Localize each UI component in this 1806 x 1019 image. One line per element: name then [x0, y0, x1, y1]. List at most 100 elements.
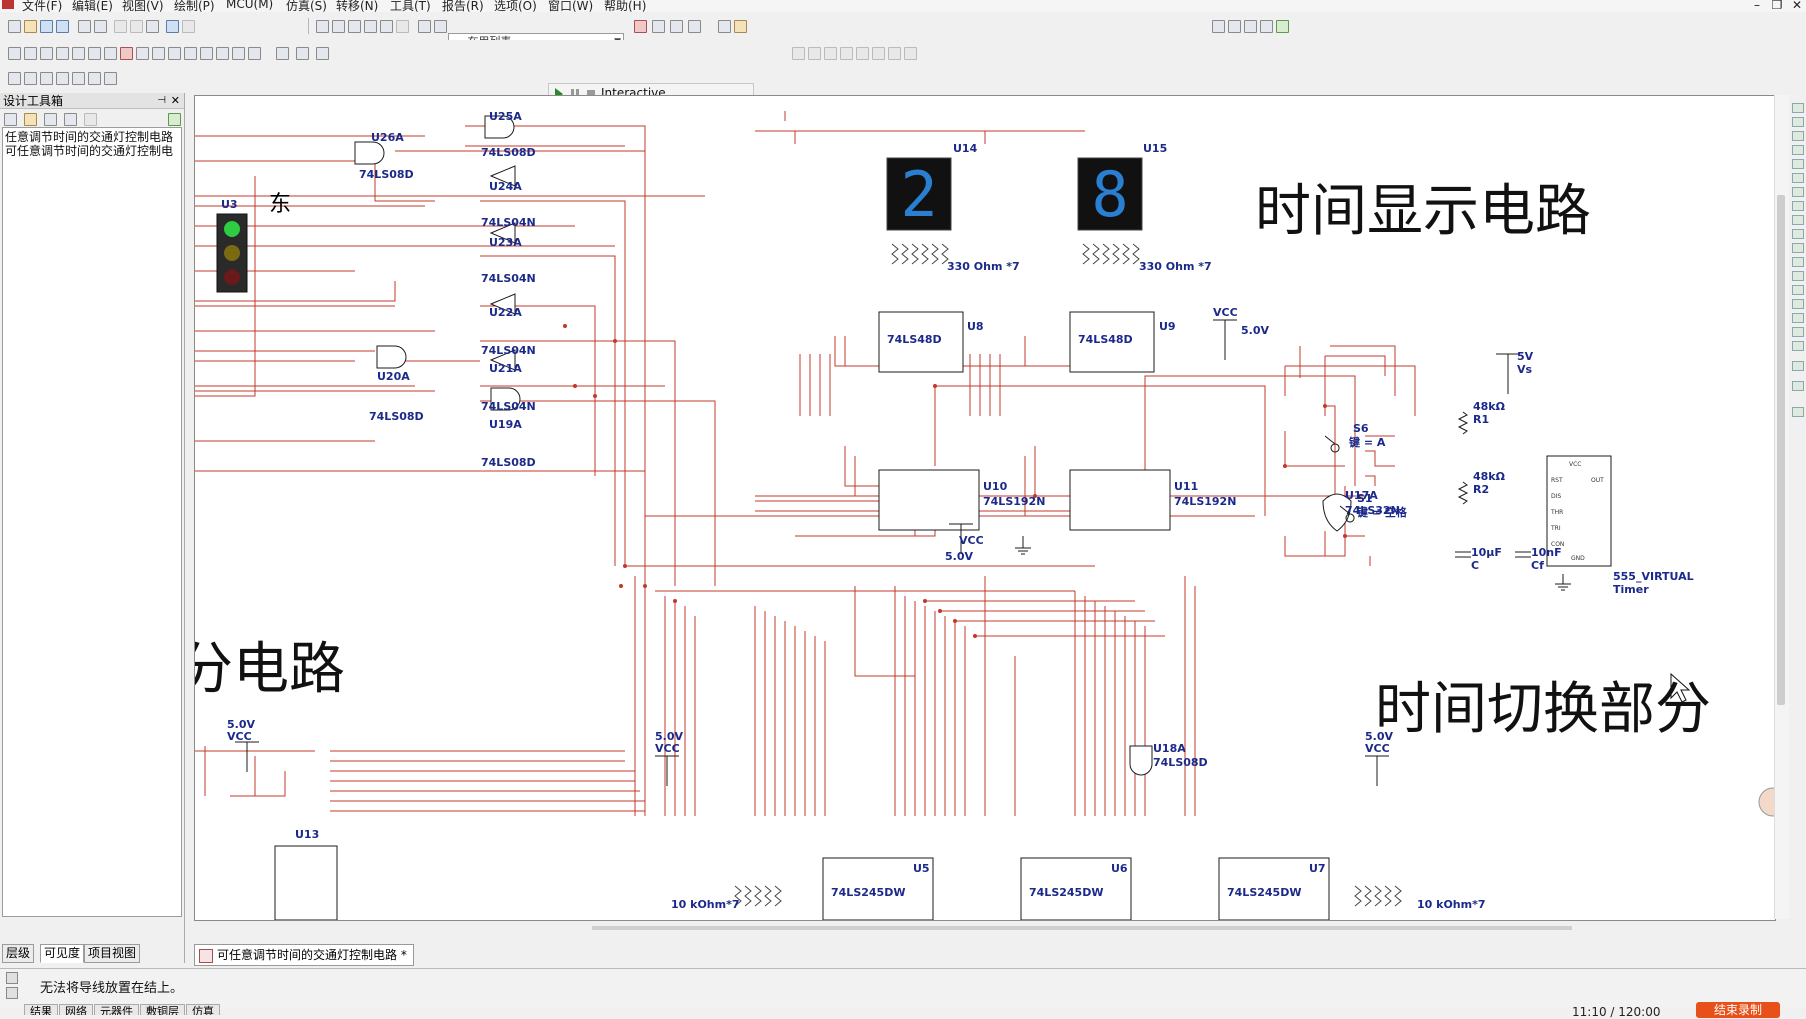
- menu-edit[interactable]: 编辑(E): [72, 0, 113, 12]
- place-advanced-icon[interactable]: [200, 47, 213, 60]
- transfer-ultiboard-icon[interactable]: [88, 72, 101, 85]
- component-wizard-icon[interactable]: [396, 20, 409, 33]
- rename-icon[interactable]: [64, 113, 77, 126]
- gate-u24a[interactable]: [489, 165, 516, 187]
- tree-item-project[interactable]: 任意调节时间的交通灯控制电路: [5, 130, 174, 144]
- instrument-8-icon[interactable]: [904, 47, 917, 60]
- place-cmos-icon[interactable]: [104, 47, 117, 60]
- place-connector-icon[interactable]: [316, 47, 329, 60]
- tab-copper-layers[interactable]: 敷铜层: [140, 1004, 185, 1015]
- paste-icon[interactable]: [146, 20, 159, 33]
- grapher-icon[interactable]: [332, 20, 345, 33]
- gate-u18a[interactable]: [1129, 745, 1153, 776]
- place-hierarchical-icon[interactable]: [276, 47, 289, 60]
- cut-icon[interactable]: [114, 20, 127, 33]
- spreadsheet-close-icon[interactable]: [6, 972, 18, 984]
- iv-analyzer-icon[interactable]: [1792, 243, 1804, 253]
- place-bus-icon[interactable]: [296, 47, 309, 60]
- instrument-6-icon[interactable]: [872, 47, 885, 60]
- menu-help[interactable]: 帮助(H): [604, 0, 647, 12]
- zoom-sheet-icon[interactable]: [1260, 20, 1273, 33]
- gate-u25a[interactable]: [484, 115, 515, 139]
- gate-u20a[interactable]: [376, 345, 407, 369]
- tektronix-scope-icon[interactable]: [1792, 341, 1804, 351]
- tab-components[interactable]: 元器件: [94, 1004, 139, 1015]
- tab-nets[interactable]: 网络: [59, 1004, 93, 1015]
- ic-555[interactable]: [1546, 455, 1612, 567]
- zoom-area-icon[interactable]: [1244, 20, 1257, 33]
- open-folder-icon[interactable]: [24, 20, 37, 33]
- tab-hierarchy[interactable]: 层级: [2, 944, 35, 963]
- close-icon[interactable]: ✕: [170, 94, 180, 107]
- logic-converter-icon[interactable]: [1792, 229, 1804, 239]
- pin-icon[interactable]: ⊣: [157, 95, 166, 106]
- ic-u6[interactable]: [1020, 857, 1132, 920]
- four-channel-scope-icon[interactable]: [1792, 159, 1804, 169]
- ic-u13[interactable]: [274, 845, 338, 920]
- bom-icon[interactable]: [72, 72, 85, 85]
- distortion-analyzer-icon[interactable]: [1792, 257, 1804, 267]
- instrument-3-icon[interactable]: [824, 47, 837, 60]
- graph-icon[interactable]: [8, 72, 21, 85]
- ic-u9[interactable]: [1069, 311, 1155, 373]
- vertical-scrollbar[interactable]: [1774, 95, 1789, 919]
- probe-icon[interactable]: [634, 20, 647, 33]
- traffic-light-u3[interactable]: U3: [216, 198, 248, 293]
- switch-s6[interactable]: [1324, 435, 1340, 453]
- ic-u10[interactable]: [878, 469, 980, 531]
- place-analog-icon[interactable]: [72, 47, 85, 60]
- menu-file[interactable]: 文件(F): [22, 0, 63, 12]
- place-ttl-icon[interactable]: [88, 47, 101, 60]
- undo-icon[interactable]: [166, 20, 179, 33]
- back-annotate-icon[interactable]: [418, 20, 431, 33]
- help-icon[interactable]: [734, 20, 747, 33]
- menu-simulate[interactable]: 仿真(S): [286, 0, 327, 12]
- horizontal-scroll-thumb[interactable]: [592, 926, 1572, 930]
- place-rf-icon[interactable]: [216, 47, 229, 60]
- open-sample-icon[interactable]: [40, 20, 53, 33]
- oscilloscope-icon[interactable]: [1792, 145, 1804, 155]
- tab-visibility[interactable]: 可见度: [40, 944, 85, 963]
- gate-u21a[interactable]: [489, 349, 516, 371]
- save-icon[interactable]: [56, 20, 69, 33]
- measurement-probe-icon[interactable]: [1792, 407, 1804, 417]
- place-electromech-icon[interactable]: [232, 47, 245, 60]
- network-analyzer-icon[interactable]: [1792, 285, 1804, 295]
- delete-sheet-icon[interactable]: [84, 113, 97, 126]
- bode-plotter-icon[interactable]: [1792, 173, 1804, 183]
- place-transistor-icon[interactable]: [56, 47, 69, 60]
- backannotate-ultiboard-icon[interactable]: [104, 72, 117, 85]
- pause-simulation-icon[interactable]: [571, 89, 574, 99]
- fullscreen-icon[interactable]: [316, 20, 329, 33]
- place-basic-icon[interactable]: [24, 47, 37, 60]
- labview-icon[interactable]: [1792, 361, 1804, 371]
- spectrum-analyzer-icon[interactable]: [1792, 271, 1804, 281]
- logic-analyzer-icon[interactable]: [1792, 215, 1804, 225]
- vertical-scroll-thumb[interactable]: [1777, 195, 1785, 705]
- place-diode-icon[interactable]: [40, 47, 53, 60]
- display-u14[interactable]: U14 2: [886, 142, 978, 231]
- save-design-icon[interactable]: [44, 113, 57, 126]
- menu-tools[interactable]: 工具(T): [390, 0, 431, 12]
- menu-transfer[interactable]: 转移(N): [336, 0, 379, 12]
- stop-recording-button[interactable]: 结束录制: [1696, 1002, 1780, 1018]
- place-mcu-icon[interactable]: [248, 47, 261, 60]
- multimeter-icon[interactable]: [1792, 103, 1804, 113]
- probe-settings-icon[interactable]: [670, 20, 683, 33]
- word-generator-icon[interactable]: [1792, 201, 1804, 211]
- instrument-1-icon[interactable]: [792, 47, 805, 60]
- agilent-multimeter-icon[interactable]: [1792, 313, 1804, 323]
- function-generator-icon[interactable]: [1792, 117, 1804, 127]
- current-probe-icon[interactable]: [1792, 381, 1804, 391]
- ic-u5[interactable]: [822, 857, 934, 920]
- print-icon[interactable]: [78, 20, 91, 33]
- place-misc-digital-icon[interactable]: [120, 47, 133, 60]
- redo-icon[interactable]: [182, 20, 195, 33]
- minimize-button[interactable]: –: [1754, 0, 1760, 12]
- new-sheet-icon[interactable]: [4, 113, 17, 126]
- resistor-r2[interactable]: [1457, 481, 1469, 505]
- display-u15[interactable]: U15 8: [1077, 142, 1167, 231]
- menu-view[interactable]: 视图(V): [122, 0, 164, 12]
- gate-u19a[interactable]: [490, 387, 521, 411]
- menu-options[interactable]: 选项(O): [494, 0, 537, 12]
